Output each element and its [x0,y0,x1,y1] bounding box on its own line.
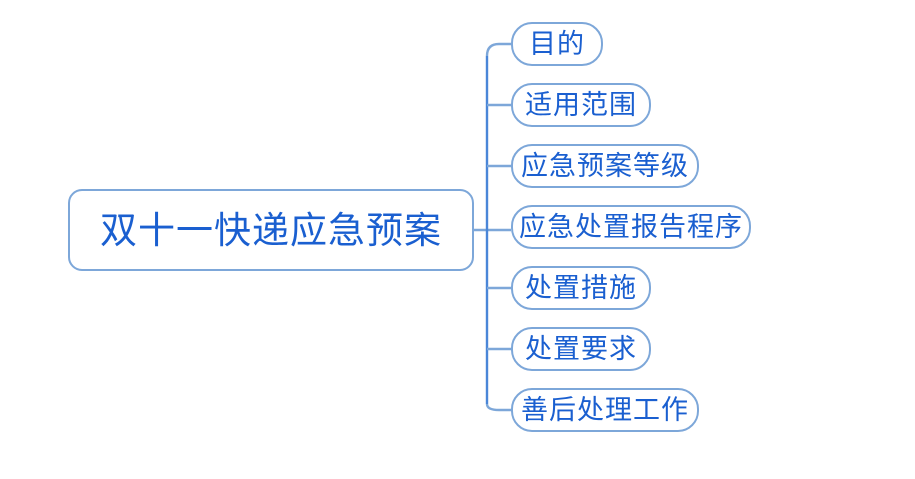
child-node-aftermath-work[interactable]: 善后处理工作 [511,388,699,432]
child-node-plan-level[interactable]: 应急预案等级 [511,144,699,188]
child-node-measures[interactable]: 处置措施 [511,266,651,310]
child-node-requirements[interactable]: 处置要求 [511,327,651,371]
connector-branch-1 [485,42,511,57]
root-node[interactable]: 双十一快递应急预案 [68,189,474,271]
connector-branch-7 [485,403,511,412]
child-node-purpose[interactable]: 目的 [511,22,603,66]
child-node-scope[interactable]: 适用范围 [511,83,651,127]
child-node-report-procedure[interactable]: 应急处置报告程序 [511,205,751,249]
